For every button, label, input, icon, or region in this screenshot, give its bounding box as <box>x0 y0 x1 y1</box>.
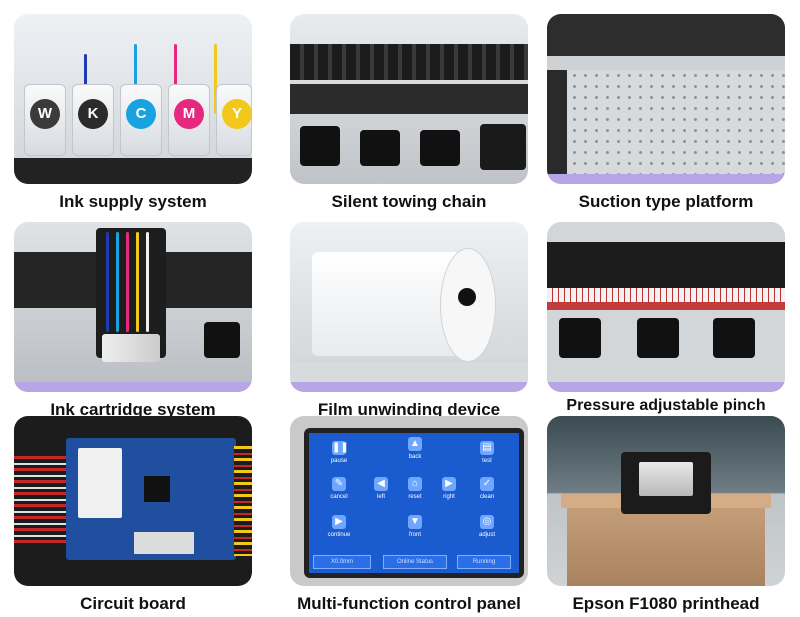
cancel-icon: ✎ <box>332 477 346 491</box>
right-button[interactable]: ▶right <box>442 477 456 500</box>
platform-edge <box>547 174 785 184</box>
suction-platform-photo <box>547 14 785 184</box>
caption-printhead: Epson F1080 printhead <box>572 594 760 613</box>
card-pinch-roller: Pressure adjustable pinch roller <box>547 222 785 436</box>
card-ink-cartridge: Ink cartridge system <box>14 222 252 420</box>
ink-badge-y: Y <box>222 99 252 129</box>
ink-badge-m: M <box>174 99 204 129</box>
continue-button[interactable]: ▶continue <box>327 515 351 538</box>
card-circuit-board: Circuit board <box>14 416 252 614</box>
position-readout: X0.0mm <box>313 555 371 569</box>
down-arrow-icon: ▼ <box>408 515 422 529</box>
card-printhead: Epson F1080 printhead <box>547 416 785 614</box>
clean-icon: ✓ <box>480 477 494 491</box>
card-suction-platform: Suction type platform <box>547 14 785 212</box>
cancel-button[interactable]: ✎cancel <box>330 477 348 500</box>
cartridge-edge <box>14 382 252 392</box>
ink-badge-c: C <box>126 99 156 129</box>
home-icon: ⌂ <box>408 477 422 491</box>
printhead-photo <box>547 416 785 586</box>
caption-film-unwinding: Film unwinding device <box>317 400 501 419</box>
play-icon: ▶ <box>332 515 346 529</box>
pause-icon: ❚❚ <box>332 441 349 455</box>
ink-cartridge-photo <box>14 222 252 392</box>
ink-supply-photo: W K C M Y <box>14 14 252 184</box>
caption-towing-chain: Silent towing chain <box>331 192 487 211</box>
roller-edge <box>547 382 785 392</box>
caption-circuit-board: Circuit board <box>80 594 186 613</box>
control-panel-screen: ❚❚pause ▲back ▤test ✎cancel ◀left ⌂reset… <box>304 428 524 578</box>
towing-chain-photo <box>290 14 528 184</box>
front-button[interactable]: ▼front <box>408 515 422 538</box>
running-status: Running <box>457 555 511 569</box>
card-towing-chain: Silent towing chain <box>290 14 528 212</box>
card-control-panel: ❚❚pause ▲back ▤test ✎cancel ◀left ⌂reset… <box>290 416 528 614</box>
clean-button[interactable]: ✓clean <box>479 477 495 500</box>
caption-ink-supply: Ink supply system <box>59 192 207 211</box>
pinch-roller-photo <box>547 222 785 392</box>
caption-ink-cartridge: Ink cartridge system <box>50 400 216 419</box>
online-status: Online Status <box>383 555 447 569</box>
left-arrow-icon: ◀ <box>374 477 388 491</box>
left-button[interactable]: ◀left <box>359 477 403 501</box>
up-arrow-icon: ▲ <box>408 437 422 451</box>
test-icon: ▤ <box>480 441 494 455</box>
card-ink-supply: W K C M Y Ink supply system <box>14 14 252 212</box>
circuit-board-photo <box>14 416 252 586</box>
reset-button[interactable]: ⌂reset <box>408 477 422 500</box>
ink-badge-k: K <box>78 99 108 129</box>
card-film-unwinding: Film unwinding device <box>290 222 528 420</box>
test-button[interactable]: ▤test <box>465 441 509 465</box>
right-arrow-icon: ▶ <box>442 477 456 491</box>
adjust-icon: ◎ <box>480 515 494 529</box>
adjust-button[interactable]: ◎adjust <box>478 515 495 538</box>
back-button[interactable]: ▲back <box>408 437 422 460</box>
film-edge <box>290 382 528 392</box>
ink-badge-w: W <box>30 99 60 129</box>
caption-control-panel: Multi-function control panel <box>297 594 521 613</box>
film-unwinding-photo <box>290 222 528 392</box>
control-panel-photo: ❚❚pause ▲back ▤test ✎cancel ◀left ⌂reset… <box>290 416 528 586</box>
caption-suction-platform: Suction type platform <box>578 192 754 211</box>
pause-button[interactable]: ❚❚pause <box>330 441 349 464</box>
